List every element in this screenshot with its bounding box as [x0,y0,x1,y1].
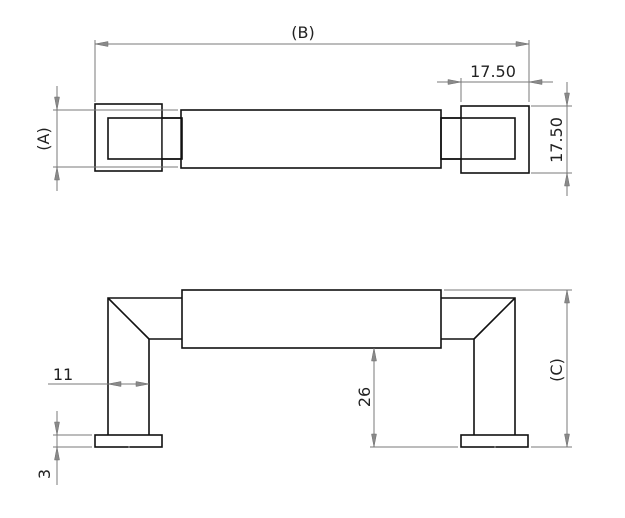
right-leg-inner [441,338,475,435]
dimension-a: (A) [34,86,178,191]
dimension-leg-width: 11 [48,365,150,387]
dimension-b-label: (B) [291,23,314,42]
left-base-plate [94,434,163,448]
left-tenon [107,117,183,160]
dimension-c-label: (C) [547,358,566,382]
front-view [94,289,529,448]
left-leg-inner [148,338,182,435]
dimension-end-length: 17.50 [437,62,553,102]
dimension-c: (C) [444,289,572,448]
top-view [94,103,530,174]
right-base-plate [460,434,529,448]
right-tenon [440,117,516,160]
dimension-end-height: 17.50 [531,82,572,196]
dimension-a-label: (A) [34,127,53,150]
base-thickness-label: 3 [35,469,54,479]
right-leg-outer [441,297,516,435]
leg-width-label: 11 [53,365,73,384]
dimension-b: (B) [94,23,530,102]
right-end-block [460,105,530,174]
dimension-base-thickness: 3 [35,411,92,485]
clearance-label: 26 [355,387,374,407]
front-handle-bar [181,289,442,349]
dimension-clearance: 26 [355,347,458,448]
left-leg-outer [107,297,182,435]
left-end-block [94,103,163,172]
end-length-label: 17.50 [470,62,516,81]
end-height-label: 17.50 [547,117,566,163]
handle-bar [180,109,442,169]
